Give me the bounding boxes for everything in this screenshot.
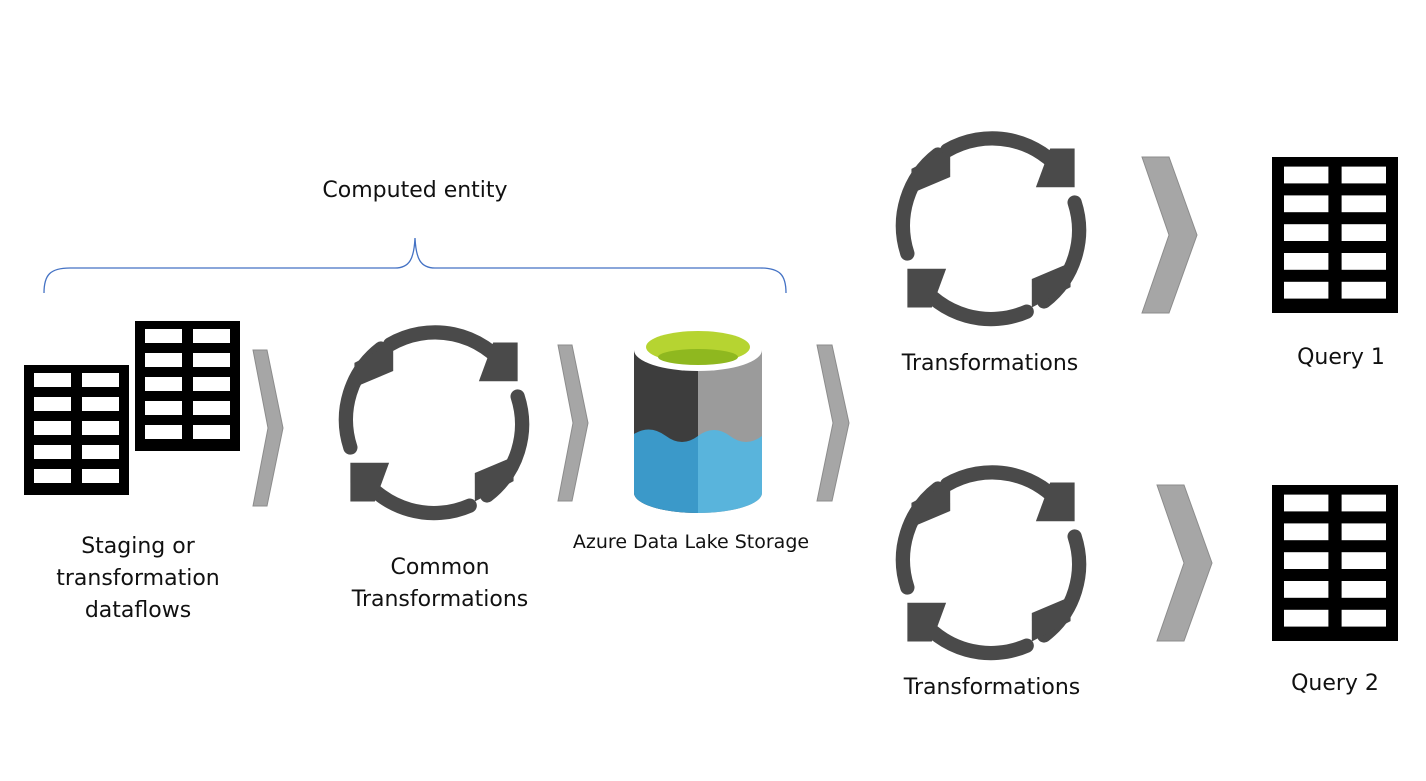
- computed-entity-brace: [43, 237, 787, 294]
- transformations-bottom-cycle-icon: [903, 472, 1079, 653]
- chevron-arrow-icon: [1141, 156, 1198, 314]
- query1-label: Query 1: [1297, 345, 1385, 370]
- chevron-arrow-icon: [816, 344, 850, 502]
- staging-label-line: Staging or: [81, 534, 195, 559]
- common-label-line: Transformations: [351, 587, 529, 612]
- azure-data-lake-label: Azure Data Lake Storage: [572, 531, 810, 553]
- azure-data-lake-icon: [634, 329, 762, 513]
- transformations-top-label: Transformations: [901, 351, 1079, 376]
- transformations-top-cycle-icon: [903, 138, 1079, 319]
- transformations-bottom-label: Transformations: [903, 675, 1081, 700]
- computed-entity-label: Computed entity: [322, 178, 508, 203]
- query2-table-icon: [1272, 485, 1398, 641]
- staging-label-line: dataflows: [84, 598, 192, 623]
- common-transformations-label: Common Transformations: [330, 552, 550, 616]
- chevron-arrow-icon: [252, 349, 284, 507]
- staging-table-icon-back: [135, 321, 240, 451]
- common-label-line: Common: [390, 555, 490, 580]
- common-transformations-cycle-icon: [346, 332, 522, 513]
- query1-table-icon: [1272, 157, 1398, 313]
- chevron-arrow-icon: [557, 344, 589, 502]
- query2-label: Query 2: [1291, 671, 1379, 696]
- staging-table-icon-front: [24, 365, 129, 495]
- staging-label-line: transformation: [56, 566, 220, 591]
- chevron-arrow-icon: [1156, 484, 1213, 642]
- staging-label: Staging or transformation dataflows: [28, 531, 248, 627]
